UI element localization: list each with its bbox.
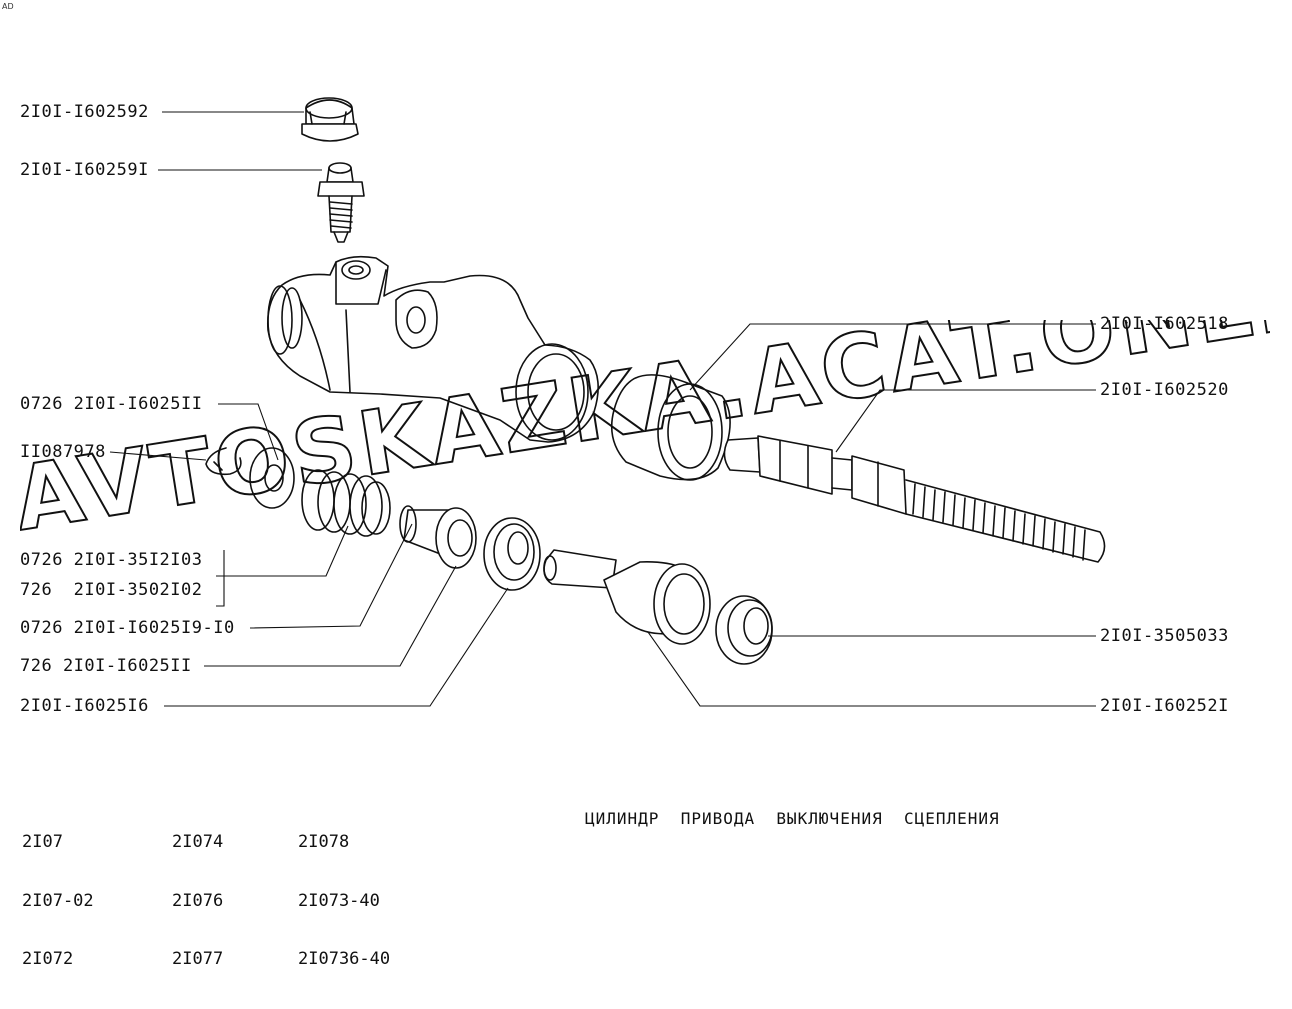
- model-item: 2I074: [172, 832, 224, 852]
- models-column-3: 2I078 2I073-40 2I0736-40: [298, 794, 390, 1009]
- seal-ring-part: [483, 517, 541, 591]
- boot-part: [610, 374, 731, 481]
- cylinder-body-part: [266, 255, 599, 443]
- model-item: 2I072: [22, 949, 74, 969]
- models-column-2: 2I074 2I076 2I077: [172, 794, 223, 1009]
- diagram-title: ЦИЛИНДР ПРИВОДА ВЫКЛЮЧЕНИЯ СЦЕПЛЕНИЯ: [585, 809, 1000, 828]
- label-piston: 2I0I-I60252I: [1100, 696, 1229, 716]
- label-spring-kit-2: 726 2I0I-3502I02: [20, 580, 203, 600]
- corner-mark: AD: [2, 2, 14, 11]
- model-item: 2I076: [172, 890, 224, 911]
- model-item: 2I07-02: [22, 890, 94, 911]
- label-push-rod: 2I0I-I602520: [1100, 380, 1229, 400]
- label-spring-kit-1: 0726 2I0I-35I2I03: [20, 550, 203, 570]
- spacer-part: [399, 505, 477, 569]
- push-rod-part: [723, 435, 1106, 563]
- label-cap: 2I0I-I602592: [20, 102, 149, 122]
- model-item: 2I07: [22, 832, 63, 852]
- washer-part: [249, 447, 295, 509]
- label-seal: 726 2I0I-I6025II: [20, 656, 192, 676]
- label-ring: 2I0I-I6025I6: [20, 696, 149, 716]
- bleed-valve-part: [317, 162, 365, 243]
- model-item: 2I077: [172, 949, 224, 969]
- model-item: 2I0736-40: [298, 949, 391, 969]
- circlip-part: [205, 447, 242, 476]
- label-circlip: II087978: [20, 442, 106, 462]
- label-bleed-valve: 2I0I-I60259I: [20, 160, 149, 180]
- parts-diagram: AD: [2, 2, 1270, 969]
- cap-part: [301, 97, 359, 142]
- label-spacer: 0726 2I0I-I6025I9-I0: [20, 618, 235, 638]
- leader-lines: [109, 111, 1096, 707]
- label-boot: 2I0I-I602518: [1100, 314, 1229, 334]
- label-washer: 0726 2I0I-I6025II: [20, 394, 203, 414]
- piston-part: [543, 549, 711, 645]
- diagram-drawing: [109, 97, 1106, 707]
- models-column-1: 2I07 2I07-02 2I072: [22, 794, 94, 1009]
- piston-cup-part: [715, 595, 773, 665]
- label-piston-cup: 2I0I-3505033: [1100, 626, 1229, 646]
- model-item: 2I073-40: [298, 890, 380, 911]
- model-item: 2I078: [298, 832, 350, 852]
- spring-part: [301, 469, 391, 537]
